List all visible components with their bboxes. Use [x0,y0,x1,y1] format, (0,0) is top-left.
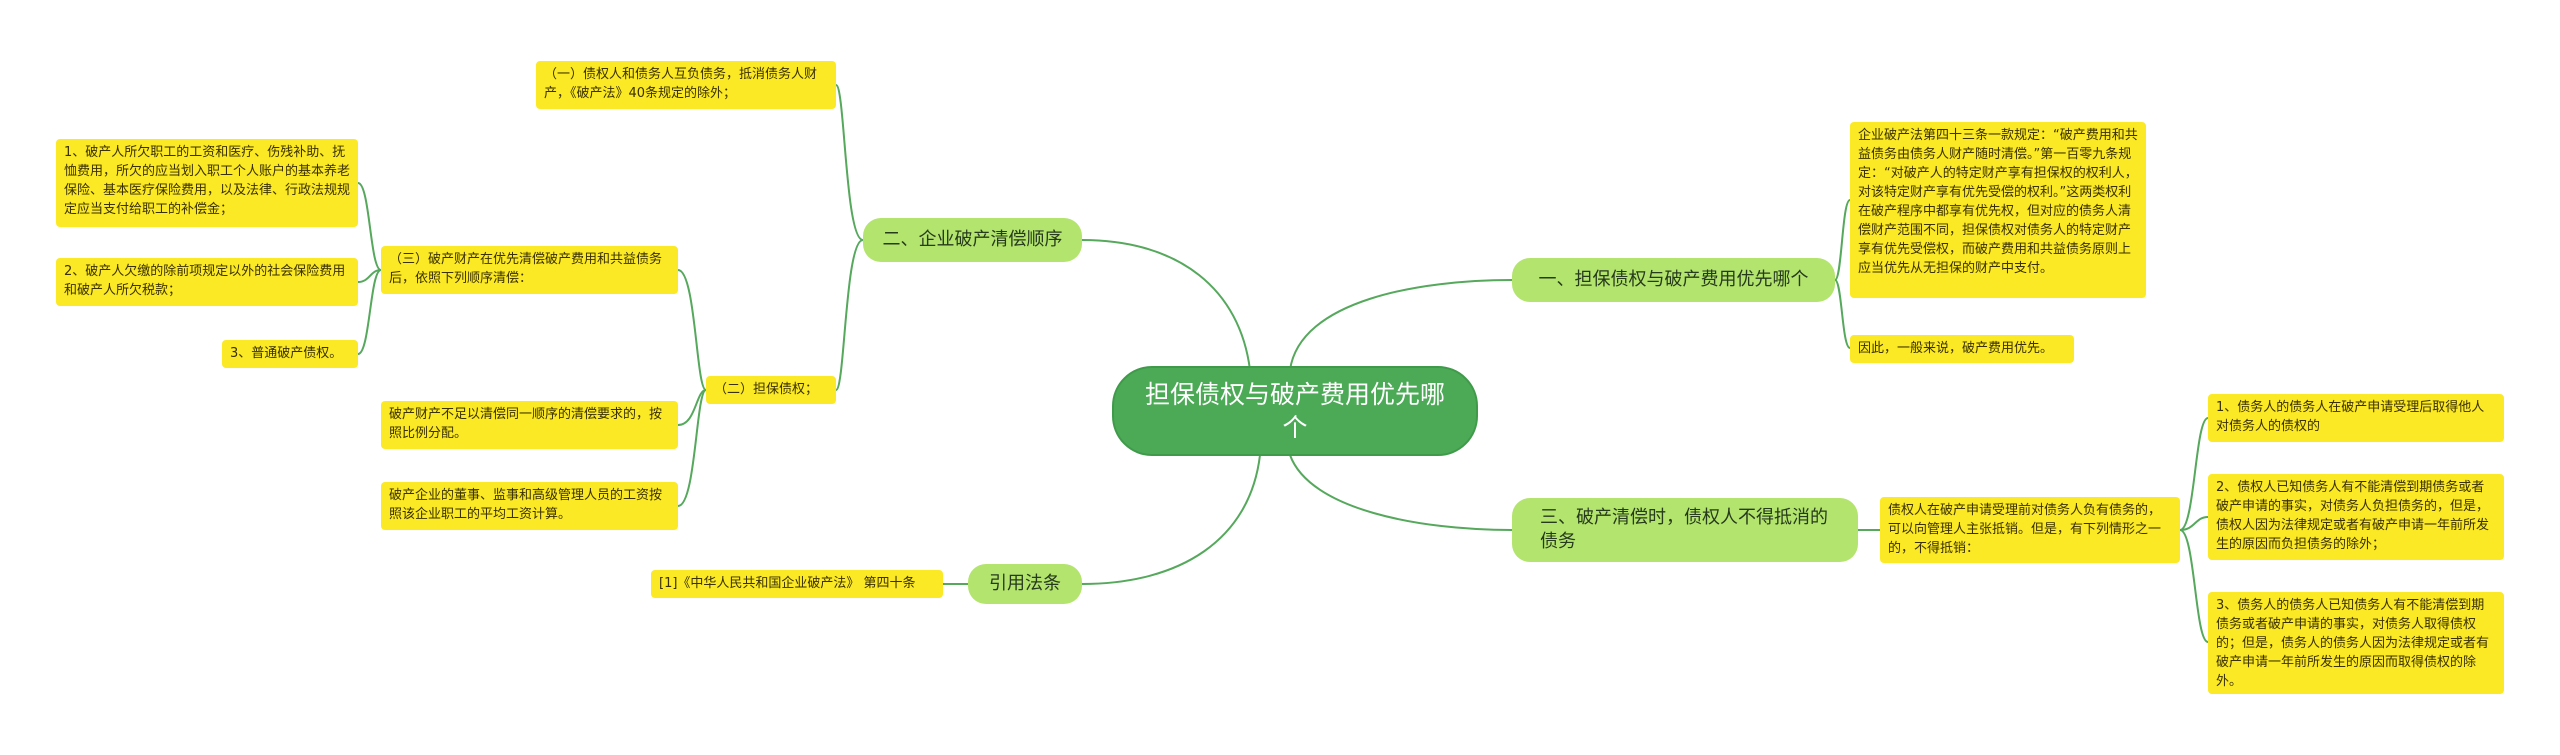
leaf-offset-rule-text: 债权人在破产申请受理前对债务人负有债务的，可以向管理人主张抵销。但是，有下列情形… [1888,503,2162,556]
leaf-executive-wages-text: 破产企业的董事、监事和高级管理人员的工资按照该企业职工的平均工资计算。 [389,488,663,522]
leaf-order-intro[interactable]: （三）破产财产在优先清偿破产费用和共益债务后，依照下列顺序清偿： [381,246,678,294]
leaf-order-item-2-text: 2、破产人欠缴的除前项规定以外的社会保险费用和破产人所欠税款； [64,264,346,298]
leaf-order-item-1-text: 1、破产人所欠职工的工资和医疗、伤残补助、抚恤费用，所欠的应当划入职工个人账户的… [64,145,351,217]
branch-repayment-order-label: 二、企业破产清偿顺序 [882,229,1063,250]
leaf-offset-case-2[interactable]: 2、债权人已知债务人有不能清偿到期债务或者破产申请的事实，对债务人负担债务的，但… [2208,474,2504,560]
leaf-offset-rule[interactable]: 债权人在破产申请受理前对债务人负有债务的，可以向管理人主张抵销。但是，有下列情形… [1880,497,2180,563]
leaf-secured-claims[interactable]: （二）担保债权； [706,376,836,404]
leaf-law-article-43-text: 企业破产法第四十三条一款规定：“破产费用和共益债务由债务人财产随时清偿。”第一百… [1858,128,2138,276]
leaf-order-intro-text: （三）破产财产在优先清偿破产费用和共益债务后，依照下列顺序清偿： [389,252,663,286]
leaf-order-item-3[interactable]: 3、普通破产债权。 [222,340,358,368]
leaf-conclusion[interactable]: 因此，一般来说，破产费用优先。 [1850,335,2074,363]
leaf-offset-debts[interactable]: （一）债权人和债务人互负债务，抵消债务人财产，《破产法》40条规定的除外； [536,61,836,109]
branch-repayment-order[interactable]: 二、企业破产清偿顺序 [863,218,1082,262]
link-b22-sub3 [677,389,707,507]
link-b31-item3 [2179,529,2209,643]
link-b221-item1 [357,182,382,271]
leaf-order-item-1[interactable]: 1、破产人所欠职工的工资和医疗、伤残补助、抚恤费用，所欠的应当划入职工个人账户的… [56,139,358,227]
leaf-citation-1[interactable]: [1]《中华人民共和国企业破产法》 第四十条 [651,570,943,598]
branch-priority-label: 一、担保债权与破产费用优先哪个 [1538,269,1809,290]
branch-citations-label: 引用法条 [989,573,1061,594]
leaf-order-item-2[interactable]: 2、破产人欠缴的除前项规定以外的社会保险费用和破产人所欠税款； [56,258,358,306]
root-topic[interactable]: 担保债权与破产费用优先哪个 [1112,366,1478,456]
link-b22-sub1 [677,269,707,391]
branch-no-offset[interactable]: 三、破产清偿时，债权人不得抵消的债务 [1512,498,1858,562]
leaf-executive-wages[interactable]: 破产企业的董事、监事和高级管理人员的工资按照该企业职工的平均工资计算。 [381,482,678,530]
link-b1-leaf1 [1834,199,1851,281]
root-title: 担保债权与破产费用优先哪个 [1144,380,1445,442]
link-root-b2 [1081,239,1251,371]
branch-priority[interactable]: 一、担保债权与破产费用优先哪个 [1512,258,1835,302]
link-b1-leaf2 [1834,279,1851,349]
link-root-b4 [1081,454,1261,585]
link-b221-item3 [357,269,382,355]
link-b31-item2 [2179,516,2209,531]
leaf-proportional-text: 破产财产不足以清偿同一顺序的清偿要求的，按照比例分配。 [389,407,663,441]
branch-citations[interactable]: 引用法条 [968,564,1082,604]
leaf-proportional[interactable]: 破产财产不足以清偿同一顺序的清偿要求的，按照比例分配。 [381,401,678,449]
link-root-b3 [1289,454,1513,531]
leaf-offset-case-3-text: 3、债务人的债务人已知债务人有不能清偿到期债务或者破产申请的事实，对债务人取得债… [2216,598,2490,689]
link-b2-leaf2 [835,239,864,391]
link-root-b1 [1289,279,1513,371]
link-b2-leaf1 [835,84,864,241]
leaf-offset-case-3[interactable]: 3、债务人的债务人已知债务人有不能清偿到期债务或者破产申请的事实，对债务人取得债… [2208,592,2504,694]
leaf-order-item-3-text: 3、普通破产债权。 [230,346,343,361]
leaf-law-article-43[interactable]: 企业破产法第四十三条一款规定：“破产费用和共益债务由债务人财产随时清偿。”第一百… [1850,122,2146,298]
leaf-offset-case-1[interactable]: 1、债务人的债务人在破产申请受理后取得他人对债务人的债权的 [2208,394,2504,442]
leaf-offset-case-2-text: 2、债权人已知债务人有不能清偿到期债务或者破产申请的事实，对债务人负担债务的，但… [2216,480,2490,552]
leaf-offset-debts-text: （一）债权人和债务人互负债务，抵消债务人财产，《破产法》40条规定的除外； [544,67,818,101]
branch-no-offset-label: 三、破产清偿时，债权人不得抵消的债务 [1540,507,1828,552]
leaf-offset-case-1-text: 1、债务人的债务人在破产申请受理后取得他人对债务人的债权的 [2216,400,2485,434]
link-b31-item1 [2179,417,2209,531]
leaf-citation-1-text: [1]《中华人民共和国企业破产法》 第四十条 [659,576,916,591]
leaf-secured-claims-text: （二）担保债权； [714,382,819,397]
leaf-conclusion-text: 因此，一般来说，破产费用优先。 [1858,341,2054,356]
